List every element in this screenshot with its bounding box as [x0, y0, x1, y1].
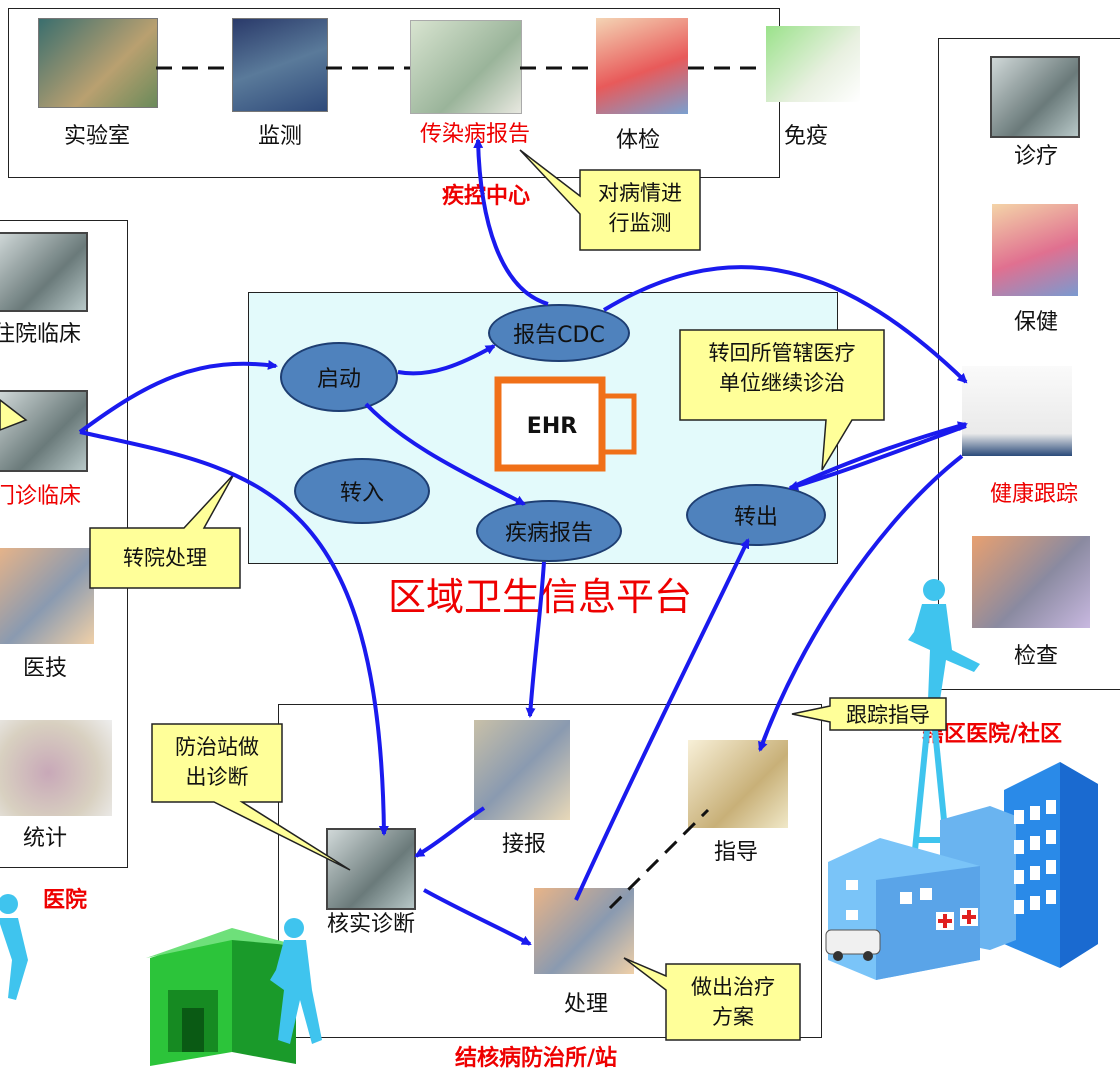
callout-monitor-line1: 对病情进 [598, 181, 682, 205]
arrow-reportcdc-to-cdc [473, 138, 549, 306]
hospital-item-inpatient: 住院临床 [0, 322, 81, 347]
diagnosis-image [990, 56, 1080, 138]
tb-item-guidance: 指导 [713, 840, 758, 865]
callout-treat-line1: 做出治疗 [691, 975, 775, 999]
callout-outpatient-shape [0, 399, 28, 431]
arrow-transferout-to-tracking [789, 421, 968, 490]
node-transfer-in-label: 转入 [339, 481, 384, 506]
callout-treat-shape [623, 957, 801, 1041]
callout-monitor: 对病情进 行监测 [580, 178, 700, 238]
arrow-reportcdc-to-tracking [602, 265, 968, 384]
lab-image [38, 18, 158, 108]
callout-return: 转回所管辖医疗 单位继续诊治 [680, 338, 884, 398]
tb-item-verify: 核实诊断 [326, 912, 415, 937]
cdc-item-checkup: 体检 [615, 128, 660, 153]
tb-item-receive: 接报 [501, 832, 546, 857]
hospital-item-outpatient: 门诊临床 [0, 484, 81, 509]
node-start: 启动 [280, 342, 398, 412]
node-report-cdc: 报告CDC [488, 304, 630, 362]
arrow-receive-to-verify [414, 806, 486, 858]
callout-treat: 做出治疗 方案 [666, 972, 800, 1032]
tracking-image [962, 366, 1072, 456]
node-disease-report: 疾病报告 [476, 500, 622, 562]
arrow-process-to-transferout [574, 538, 750, 901]
community-item-tracking: 健康跟踪 [989, 482, 1078, 507]
arrow-start-to-diseasereport [364, 402, 526, 506]
callout-diagnose-line2: 出诊断 [185, 765, 249, 789]
cdc-item-monitor: 监测 [257, 124, 302, 149]
inpatient-image [0, 232, 88, 312]
node-disease-report-label: 疾病报告 [504, 521, 593, 546]
arrow-tracking-to-transferout [788, 424, 967, 491]
callout-transfer-shape [89, 473, 241, 589]
callout-monitor-line2: 行监测 [608, 211, 672, 235]
callout-return-shape [679, 329, 885, 471]
person-silhouettes-icon [0, 579, 980, 1044]
callout-diagnose-shape [151, 723, 351, 871]
arrow-verify-to-process [423, 888, 532, 946]
healthcare-image [992, 204, 1078, 296]
cdc-item-lab: 实验室 [63, 124, 130, 149]
city-hospital-icon [825, 762, 1098, 980]
community-item-healthcare: 保健 [1013, 310, 1058, 335]
checkup-image [596, 18, 688, 114]
receive-report-image [474, 720, 570, 820]
arrow-start-to-reportcdc [397, 344, 496, 376]
callout-monitor-shape [519, 149, 701, 251]
arrow-outpatient-to-start [78, 360, 278, 434]
medtech-image [0, 548, 94, 644]
statistics-image [0, 720, 112, 816]
callout-transfer: 转院处理 [123, 546, 207, 570]
hospital-item-statistics: 统计 [22, 826, 67, 851]
community-item-diagnosis: 诊疗 [1013, 144, 1058, 169]
node-report-cdc-label: 报告CDC [513, 323, 605, 348]
outpatient-image [0, 390, 88, 472]
community-item-exam: 检查 [1013, 644, 1058, 669]
node-start-label: 启动 [316, 367, 361, 392]
immunize-image [766, 26, 860, 102]
tb-station-title: 结核病防治所/站 [454, 1046, 618, 1071]
arrow-outpatient-to-verify [79, 430, 389, 836]
ehr-icon [494, 376, 637, 472]
exam-image [972, 536, 1090, 628]
callout-return-line2: 单位继续诊治 [719, 371, 845, 395]
node-transfer-out-label: 转出 [733, 505, 778, 530]
callout-track-shape [791, 697, 947, 731]
ehr-label: EHR [526, 414, 578, 439]
node-transfer-out: 转出 [686, 484, 826, 546]
callout-treat-line2: 方案 [712, 1005, 754, 1029]
arrow-tracking-to-guidance [758, 454, 964, 752]
callout-diagnose-line1: 防治站做 [175, 735, 259, 759]
hospital-item-medtech: 医技 [22, 656, 67, 681]
cdc-item-immunize: 免疫 [783, 124, 828, 149]
dashed-connectors [156, 66, 766, 910]
node-transfer-in: 转入 [294, 458, 430, 524]
callout-return-line1: 转回所管辖医疗 [708, 341, 856, 365]
arrow-diseasereport-to-receive [525, 561, 546, 718]
hospital-title: 医院 [42, 888, 87, 913]
monitor-image [232, 18, 328, 112]
report-image [410, 20, 522, 114]
tb-item-process: 处理 [563, 992, 608, 1017]
callout-track: 跟踪指导 [846, 703, 930, 727]
callout-diagnose: 防治站做 出诊断 [152, 732, 282, 792]
verify-diagnosis-image [326, 828, 416, 910]
